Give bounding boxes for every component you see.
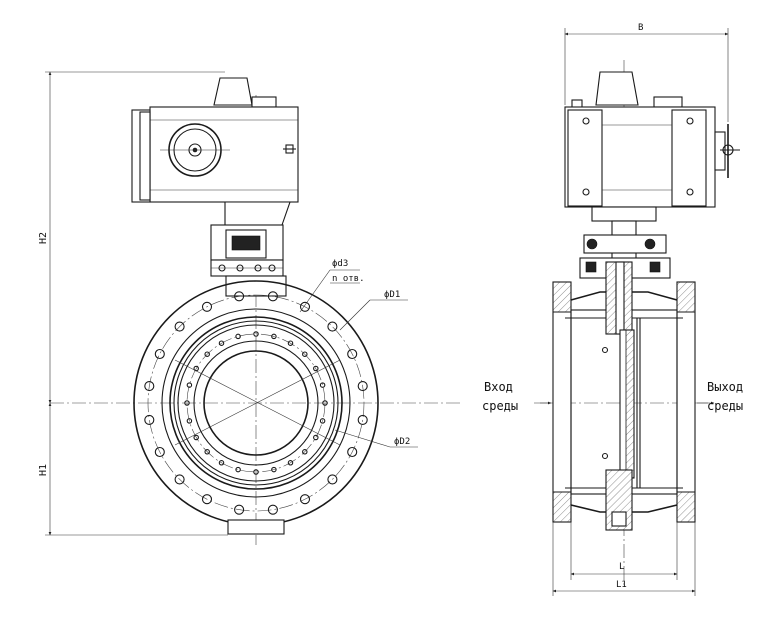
inner-bolt-hole: [271, 466, 277, 473]
front-bracket: [210, 201, 291, 277]
inlet-label-line2: среды: [482, 399, 518, 413]
l-label: L: [619, 562, 624, 572]
outer-bolt-hole: [174, 474, 185, 485]
front-view: ϕd3 n отв. ϕD1 ϕD2 H2 H1: [38, 71, 460, 545]
inner-bolt-hole: [313, 434, 319, 441]
outer-bolt-hole: [299, 301, 311, 312]
side-body: [552, 261, 696, 531]
inner-bolt-hole: [313, 365, 319, 372]
d2-leader: [334, 429, 391, 448]
d2-label: ϕD2: [394, 437, 410, 447]
outer-bolt-hole: [234, 291, 245, 302]
inner-bolt-hole: [235, 333, 241, 340]
d3-label: ϕd3: [332, 259, 348, 269]
inner-bolt-hole: [287, 340, 294, 346]
bore-circle: [203, 350, 309, 456]
outer-bolt-hole: [234, 504, 245, 515]
inner-bolt-hole: [302, 449, 308, 455]
inner-bolt-hole: [302, 351, 308, 357]
outlet-label-line2: среды: [707, 399, 743, 413]
outer-bolt-hole: [267, 504, 278, 515]
outer-bolt-hole: [267, 291, 278, 302]
d3-leader: [299, 269, 331, 313]
d1-label: ϕD1: [384, 290, 400, 300]
h2-label: H2: [38, 232, 49, 244]
outer-bolt-hole: [201, 494, 213, 505]
inner-bolt-hole: [322, 400, 328, 406]
inner-bolt-hole: [287, 460, 294, 466]
front-flange: [133, 280, 379, 535]
inner-bolt-hole: [235, 466, 241, 473]
d1-leader: [339, 299, 371, 331]
b-label: B: [638, 23, 643, 33]
front-body-neck: [225, 275, 287, 297]
inner-bolt-holes: [184, 331, 328, 475]
side-bracket: [579, 206, 671, 279]
outer-bolt-hole: [174, 321, 185, 332]
outer-bolt-hole: [154, 348, 165, 360]
inner-bolt-hole: [204, 351, 210, 357]
n-holes-label: n отв.: [332, 274, 365, 284]
outer-bolt-hole: [357, 381, 368, 392]
outer-bolt-hole: [357, 414, 368, 425]
outer-bolt-holes: [144, 291, 368, 515]
outer-bolt-hole: [144, 381, 155, 392]
inner-bolt-hole: [186, 418, 193, 424]
outer-bolt-hole: [347, 348, 358, 360]
front-actuator: [131, 77, 299, 203]
outer-bolt-hole: [347, 446, 358, 458]
outer-bolt-hole: [327, 321, 338, 332]
inner-bolt-hole: [193, 434, 199, 441]
l1-label: L1: [616, 580, 627, 590]
inner-bolt-hole: [271, 333, 277, 340]
side-actuator: [564, 71, 740, 208]
inner-bolt-hole: [184, 400, 190, 406]
inner-bolt-hole: [253, 331, 259, 337]
outer-bolt-hole: [327, 474, 338, 485]
inner-bolt-hole: [218, 460, 225, 466]
outlet-label-line1: Выход: [707, 380, 743, 394]
outer-bolt-hole: [144, 414, 155, 425]
inlet-label-line1: Вход: [484, 380, 513, 394]
outer-bolt-hole: [154, 446, 165, 458]
inner-bolt-hole: [186, 382, 193, 388]
bolt-circle-d2: [186, 333, 326, 473]
side-view: B L L1 Вход среды Выход среды: [482, 23, 743, 596]
inner-bolt-hole: [204, 449, 210, 455]
inner-bolt-hole: [253, 469, 259, 475]
outer-bolt-hole: [201, 301, 213, 312]
outer-bolt-hole: [299, 494, 311, 505]
bolt-circle-d1: [147, 294, 365, 512]
h1-label: H1: [38, 464, 49, 476]
inner-bolt-hole: [319, 382, 326, 388]
inner-bolt-hole: [218, 340, 225, 346]
inner-bolt-hole: [319, 418, 326, 424]
